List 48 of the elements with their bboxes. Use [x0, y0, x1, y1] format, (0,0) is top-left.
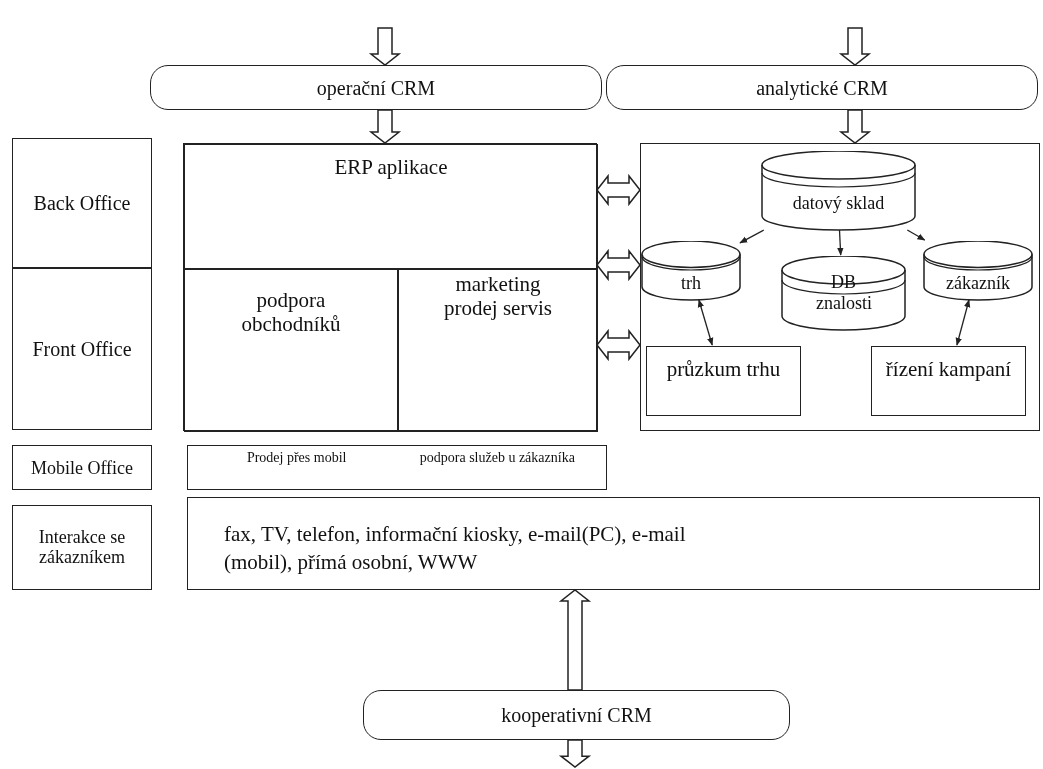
arrow — [906, 229, 926, 241]
box-label: podpora služeb u zákazníka — [418, 450, 576, 467]
box-label: Back Office — [32, 191, 132, 215]
module-box — [187, 445, 607, 490]
box-label: podpora obchodníků — [240, 288, 342, 337]
layer-box — [12, 445, 152, 490]
block-arrow — [368, 27, 402, 66]
rounded-box — [363, 690, 790, 740]
box-label: analytické CRM — [755, 76, 889, 99]
box-label: řízení kampaní — [884, 357, 1013, 382]
box-label: ERP aplikace — [333, 155, 449, 180]
arrow — [739, 229, 765, 244]
box-label: Interakce se zákazníkem — [37, 526, 127, 569]
box-label: marketing prodej servis — [444, 272, 552, 321]
layer-box — [12, 138, 152, 268]
box-label: operační CRM — [315, 76, 437, 99]
block-arrow — [838, 27, 872, 66]
block-arrow — [596, 248, 641, 282]
box-label: fax, TV, telefon, informační kiosky, e-mail(PC), e-mail (mobil), přímá osobní, WWW — [224, 521, 687, 577]
rounded-box — [606, 65, 1038, 110]
box-label: Mobile Office — [29, 457, 135, 478]
layer-box — [12, 505, 152, 590]
box-label: kooperativní CRM — [500, 703, 653, 727]
box-label: Prodej přes mobil — [245, 450, 348, 467]
block-arrow — [558, 739, 592, 768]
database-label: trh — [680, 273, 702, 294]
block-arrow — [368, 109, 402, 144]
box-label: Front Office — [31, 337, 133, 361]
block-arrow — [838, 109, 872, 144]
block-arrow — [596, 328, 641, 362]
database-label: zákazník — [945, 273, 1011, 294]
box-label: průzkum trhu — [665, 357, 782, 382]
rounded-box — [150, 65, 602, 110]
channel-box — [187, 497, 1040, 590]
section-panel — [183, 143, 597, 431]
block-arrow — [596, 173, 641, 207]
database-label: datový sklad — [791, 193, 886, 214]
process-box — [871, 346, 1026, 416]
arrow — [837, 229, 844, 256]
block-arrow — [558, 589, 592, 691]
module-cell — [398, 269, 598, 432]
section-panel — [640, 143, 1040, 431]
module-cell — [184, 269, 398, 432]
arrow — [955, 299, 971, 346]
module-cell — [184, 144, 598, 269]
process-box — [646, 346, 801, 416]
layer-box — [12, 268, 152, 430]
arrow — [697, 299, 714, 346]
